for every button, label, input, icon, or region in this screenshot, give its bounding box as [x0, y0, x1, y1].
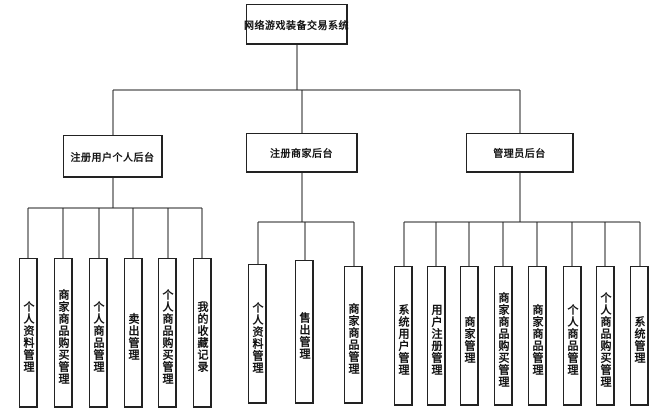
branch-admin-backend: 管理员后台 — [466, 133, 574, 173]
leaf-node: 用户注册管理 — [427, 266, 446, 406]
leaf-node: 个人商品购买管理 — [596, 266, 615, 406]
leaf-node: 售出管理 — [295, 260, 314, 404]
leaf-node: 商家管理 — [460, 266, 479, 406]
leaf-node: 商家商品购买管理 — [54, 258, 73, 408]
leaf-node: 我的收藏记录 — [193, 258, 212, 408]
leaf-node: 卖出管理 — [124, 258, 143, 408]
leaf-node: 个人商品购买管理 — [158, 258, 177, 408]
root-node: 网络游戏装备交易系统 — [244, 4, 349, 45]
leaf-node: 个人资料管理 — [248, 264, 267, 404]
leaf-node: 个人商品管理 — [563, 266, 582, 406]
leaf-node: 商家商品管理 — [344, 266, 363, 404]
leaf-node: 商家商品购买管理 — [494, 266, 513, 406]
branch-user-backend: 注册用户个人后台 — [63, 135, 163, 178]
leaf-node: 个人商品管理 — [89, 258, 108, 408]
leaf-node: 商家商品管理 — [528, 266, 547, 406]
leaf-node: 系统管理 — [630, 266, 649, 406]
branch-merchant-backend: 注册商家后台 — [246, 133, 358, 173]
leaf-node: 个人资料管理 — [19, 258, 38, 408]
leaf-node: 系统用户管理 — [394, 266, 413, 406]
